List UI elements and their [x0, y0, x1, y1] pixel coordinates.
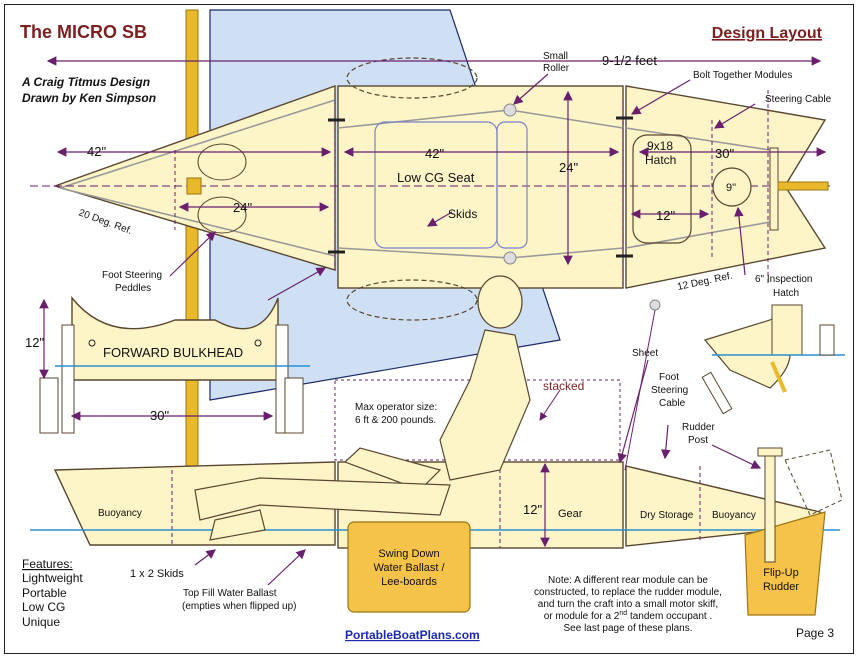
seat-width-label: 24": [559, 160, 578, 175]
feature-item: Lightweight: [22, 571, 83, 585]
foot-cable-label-line3: Cable: [659, 398, 686, 409]
page-number: Page 3: [796, 626, 834, 640]
low-cg-seat-label: Low CG Seat: [397, 170, 475, 185]
skids-1x2-label: 1 x 2 Skids: [130, 568, 184, 580]
small-roller-label-line1: Small: [543, 51, 568, 62]
top-view-hull: [30, 57, 830, 321]
max-size-line2: 6 ft & 200 pounds.: [355, 415, 436, 426]
rudder-post-label-line1: Rudder: [682, 422, 715, 433]
rudder-detail: [701, 304, 845, 415]
hatch-span-label: 12": [656, 208, 675, 223]
hatch-label-line2: Hatch: [645, 153, 676, 167]
bulkhead-width-label: 30": [150, 408, 169, 423]
website-link[interactable]: PortableBoatPlans.com: [345, 628, 480, 642]
mast: [185, 9, 199, 471]
foot-cable-label-line2: Steering: [651, 385, 688, 396]
foot-span-label: 24": [233, 200, 252, 215]
note-line4: or module for a 2nd tandem occupant .: [544, 610, 712, 622]
swing-down-label-line2: Water Ballast /: [373, 562, 445, 574]
swing-down-label-line1: Swing Down: [378, 548, 439, 560]
top-fill-label-line2: (empties when flipped up): [182, 601, 297, 612]
drawn-by-credit: Drawn by Ken Simpson: [22, 91, 156, 105]
top-fill-label-line1: Top Fill Water Ballast: [183, 588, 277, 599]
stern-length-label: 30": [715, 146, 734, 161]
twenty-degree-ref-label: 20 Deg. Ref.: [77, 207, 134, 237]
max-size-line1: Max operator size:: [355, 402, 437, 413]
feature-item: Low CG: [22, 600, 65, 614]
skids-label: Skids: [448, 207, 477, 221]
note-line3: and turn the craft into a small motor sk…: [538, 599, 718, 610]
features-heading: Features:: [22, 557, 73, 571]
operator-figure: [194, 275, 531, 541]
overall-length-label: 9-1/2 feet: [602, 53, 657, 68]
design-layout-heading: Design Layout: [712, 25, 823, 42]
hatch-label-line1: 9x18: [647, 139, 673, 153]
sheet-label: Sheet: [632, 348, 658, 359]
forward-bulkhead-view: [39, 296, 310, 434]
stacked-label: stacked: [543, 379, 584, 393]
inspection-hatch-label-line1: 6" Inspection: [755, 274, 812, 285]
mid-length-label: 42": [425, 146, 444, 161]
bow-length-label: 42": [87, 144, 106, 159]
dry-storage-label: Dry Storage: [640, 510, 694, 521]
side-height-label: 12": [523, 502, 542, 517]
buoyancy-aft-label: Buoyancy: [712, 510, 756, 521]
note-line5: See last page of these plans.: [564, 623, 693, 634]
forward-bulkhead-label: FORWARD BULKHEAD: [103, 345, 243, 360]
mid-module: [337, 85, 624, 289]
feature-item: Portable: [22, 586, 67, 600]
ballast-board: [347, 521, 471, 613]
swing-down-label-line3: Lee-boards: [381, 576, 437, 588]
foot-peddles-label-line1: Foot Steering: [102, 270, 162, 281]
feature-item: Unique: [22, 615, 60, 629]
page-title: The MICRO SB: [20, 22, 147, 42]
buoyancy-forward-label: Buoyancy: [98, 508, 142, 519]
side-view-hull: [30, 275, 843, 616]
note-line2: constructed, to replace the rudder modul…: [534, 587, 722, 598]
inspection-circle-label: 9": [726, 182, 736, 194]
flipup-label-line1: Flip-Up: [763, 567, 798, 579]
flipup-label-line2: Rudder: [763, 581, 799, 593]
steering-cable-label: Steering Cable: [765, 94, 832, 105]
designer-credit: A Craig Titmus Design: [21, 75, 150, 89]
bolt-modules-label: Bolt Together Modules: [693, 70, 792, 81]
gear-label: Gear: [558, 508, 583, 520]
foot-peddles-label-line2: Peddles: [115, 283, 151, 294]
small-roller-label-line2: Roller: [543, 63, 570, 74]
foot-cable-label-line1: Foot: [659, 372, 679, 383]
inspection-hatch-label-line2: Hatch: [773, 288, 799, 299]
note-line1: Note: A different rear module can be: [548, 575, 708, 586]
bulkhead-height-label: 12": [25, 335, 44, 350]
rudder-post-label-line2: Post: [688, 435, 708, 446]
